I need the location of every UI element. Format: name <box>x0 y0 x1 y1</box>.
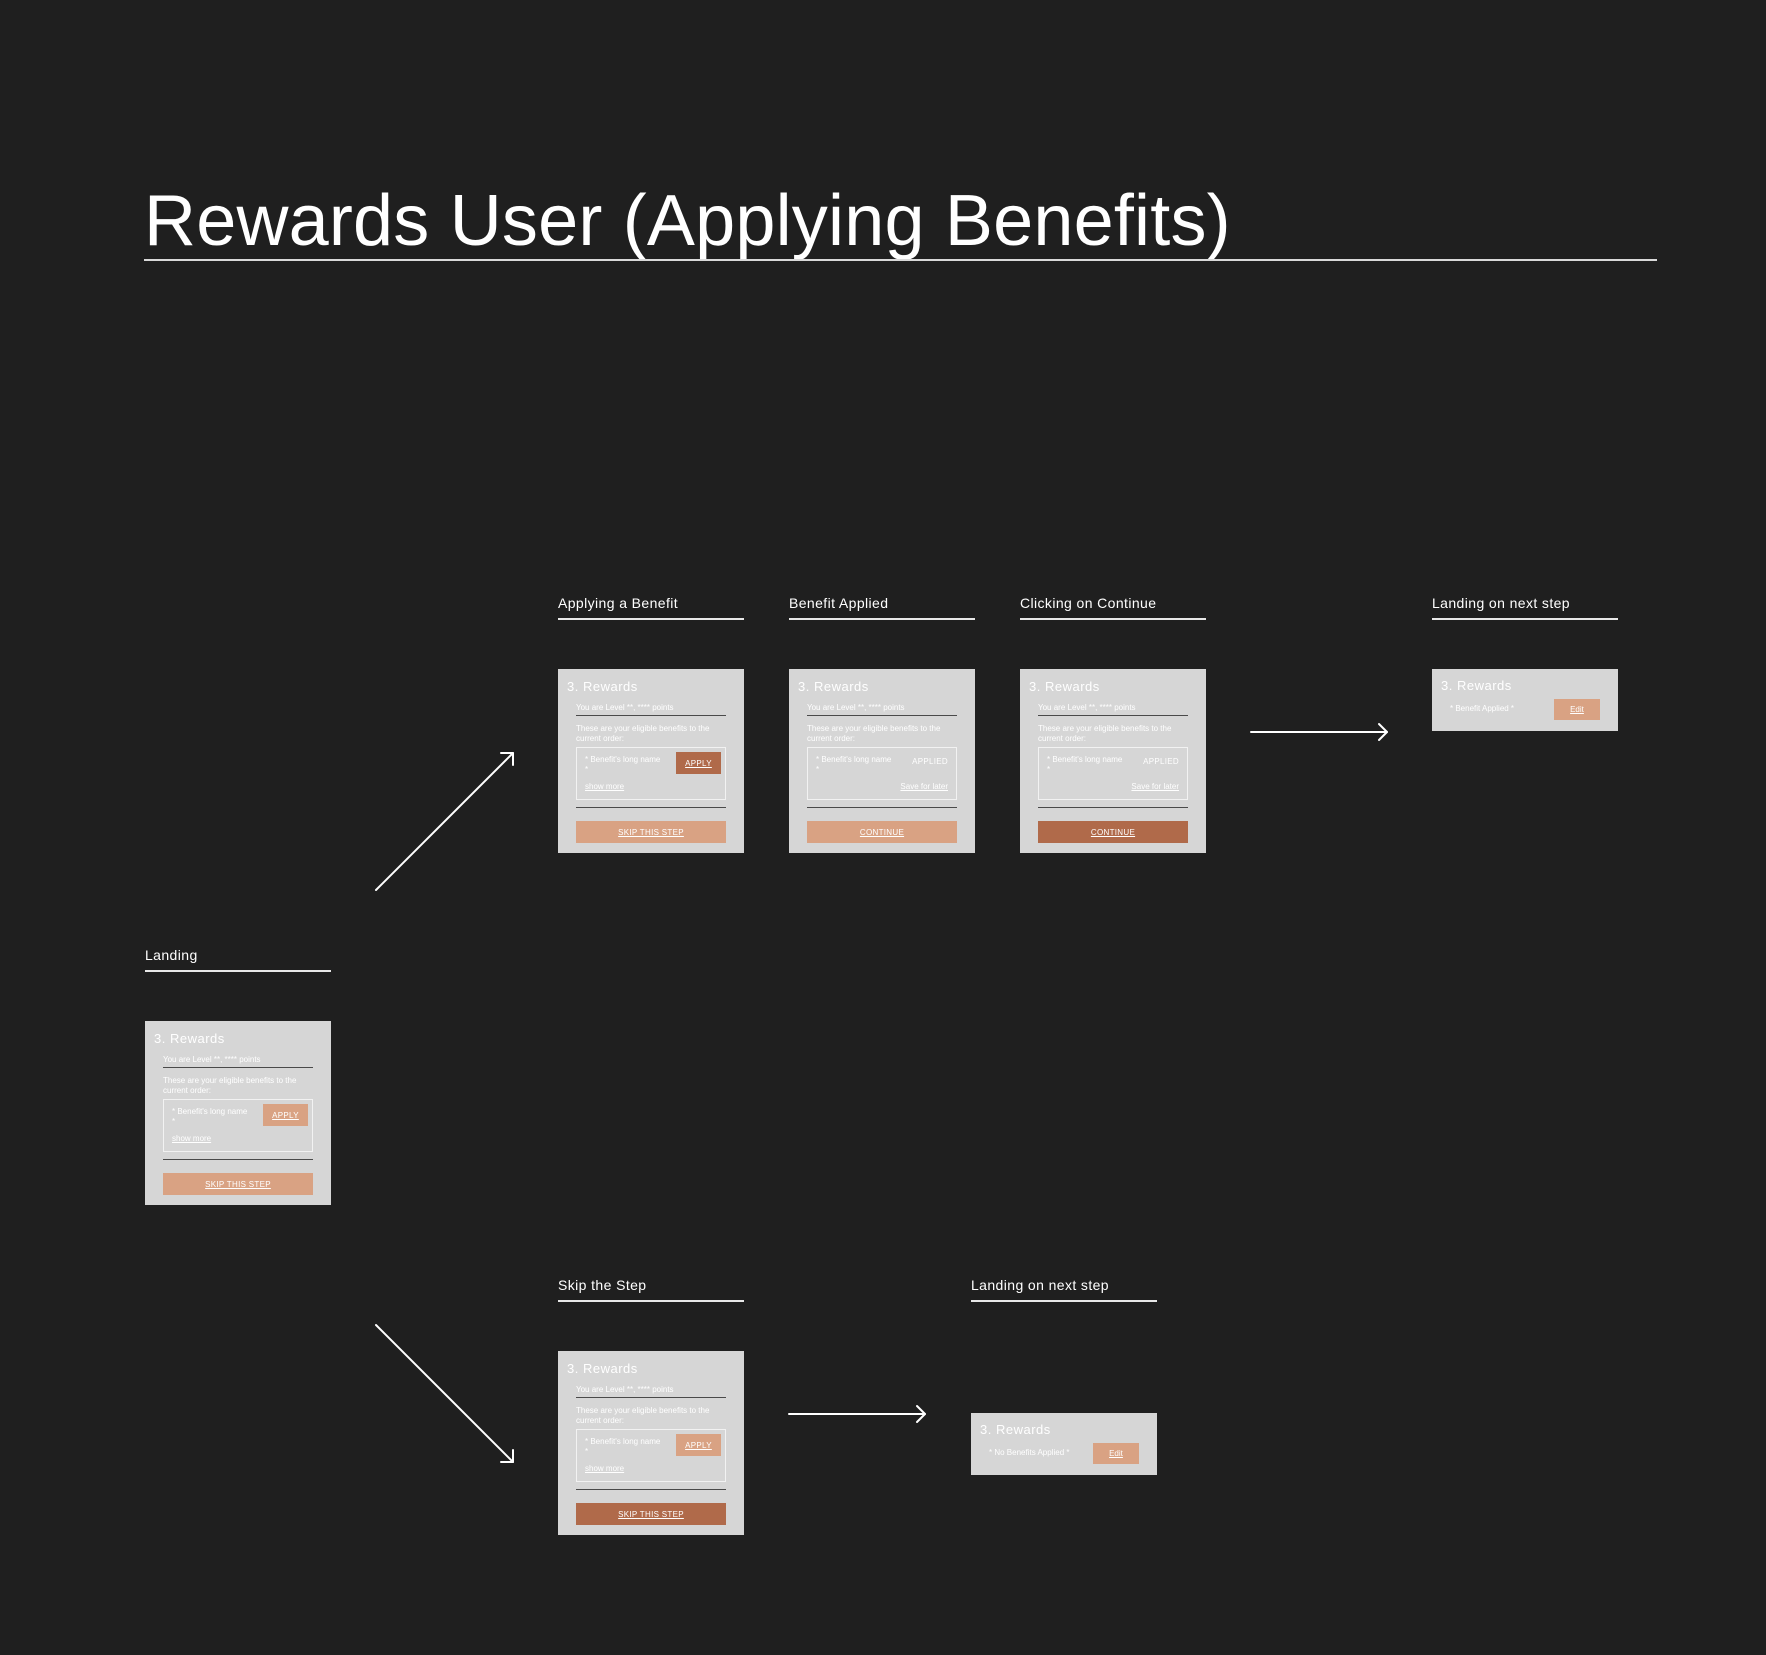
card-level-points: You are Level **, **** points <box>807 703 905 712</box>
skip-step-button[interactable]: SKIP THIS STEP <box>163 1173 313 1195</box>
step-divider <box>789 618 975 620</box>
apply-button[interactable]: APPLY <box>263 1104 308 1126</box>
step-divider <box>145 970 331 972</box>
title-divider <box>144 259 1657 261</box>
benefit-item: * Benefit's long name * show more APPLY <box>576 1429 726 1482</box>
card-description: These are your eligible benefits to the … <box>163 1076 297 1095</box>
benefit-applied-status: * Benefit Applied * <box>1450 704 1515 713</box>
card-title: 3. Rewards <box>154 1031 225 1046</box>
card-level-points: You are Level **, **** points <box>1038 703 1136 712</box>
step-landing: Landing <box>145 944 331 972</box>
arrow-landing-to-skip <box>375 1324 514 1463</box>
save-for-later-link[interactable]: Save for later <box>1131 782 1179 791</box>
card-description: These are your eligible benefits to the … <box>1038 724 1172 743</box>
apply-button[interactable]: APPLY <box>676 1434 721 1456</box>
card-description: These are your eligible benefits to the … <box>576 724 710 743</box>
step-divider <box>971 1300 1157 1302</box>
card-divider <box>163 1159 313 1160</box>
rewards-card-benefit-applied: 3. Rewards You are Level **, **** points… <box>789 669 975 853</box>
step-label-landing: Landing <box>145 947 198 963</box>
no-benefits-status: * No Benefits Applied * <box>989 1448 1070 1457</box>
step-skip: Skip the Step <box>558 1274 744 1302</box>
rewards-summary-no-benefits: 3. Rewards * No Benefits Applied * Edit <box>971 1413 1157 1475</box>
step-label-next-step: Landing on next step <box>971 1277 1109 1293</box>
show-more-link[interactable]: show more <box>172 1134 212 1143</box>
card-title: 3. Rewards <box>567 1361 638 1376</box>
card-divider <box>576 1397 726 1398</box>
applied-status: APPLIED <box>912 757 948 766</box>
save-for-later-link[interactable]: Save for later <box>900 782 948 791</box>
card-description: These are your eligible benefits to the … <box>807 724 941 743</box>
card-level-points: You are Level **, **** points <box>163 1055 261 1064</box>
page-title: Rewards User (Applying Benefits) <box>144 181 1231 261</box>
benefit-name: * Benefit's long name * <box>172 1107 248 1126</box>
card-title: 3. Rewards <box>1029 679 1100 694</box>
step-clicking-continue: Clicking on Continue <box>1020 592 1206 620</box>
rewards-summary-benefit-applied: 3. Rewards * Benefit Applied * Edit <box>1432 669 1618 731</box>
step-divider <box>1432 618 1618 620</box>
continue-button[interactable]: CONTINUE <box>1038 821 1188 843</box>
rewards-card-applying-benefit: 3. Rewards You are Level **, **** points… <box>558 669 744 853</box>
step-benefit-applied: Benefit Applied <box>789 592 975 620</box>
step-label-benefit-applied: Benefit Applied <box>789 595 889 611</box>
arrow-landing-to-applying <box>375 752 514 891</box>
benefit-item: * Benefit's long name * APPLIED Save for… <box>1038 747 1188 800</box>
applied-status: APPLIED <box>1143 757 1179 766</box>
skip-step-button[interactable]: SKIP THIS STEP <box>576 821 726 843</box>
benefit-item: * Benefit's long name * show more APPLY <box>163 1099 313 1152</box>
rewards-card-clicking-continue: 3. Rewards You are Level **, **** points… <box>1020 669 1206 853</box>
step-applying-benefit: Applying a Benefit <box>558 592 744 620</box>
apply-button[interactable]: APPLY <box>676 752 721 774</box>
show-more-link[interactable]: show more <box>585 782 625 791</box>
card-divider <box>1038 807 1188 808</box>
card-title: 3. Rewards <box>567 679 638 694</box>
rewards-card-landing: 3. Rewards You are Level **, **** points… <box>145 1021 331 1205</box>
step-label-skip: Skip the Step <box>558 1277 647 1293</box>
step-next-step-top: Landing on next step <box>1432 592 1618 620</box>
arrow-skip-to-next-step <box>788 1405 926 1423</box>
step-divider <box>558 1300 744 1302</box>
benefit-name: * Benefit's long name * <box>585 1437 661 1456</box>
benefit-name: * Benefit's long name * <box>1047 755 1123 774</box>
card-title: 3. Rewards <box>980 1422 1051 1437</box>
card-divider <box>576 1489 726 1490</box>
card-title: 3. Rewards <box>1441 678 1512 693</box>
arrow-continue-to-next-step <box>1250 723 1388 741</box>
card-divider <box>576 715 726 716</box>
benefit-name: * Benefit's long name * <box>816 755 892 774</box>
edit-button[interactable]: Edit <box>1554 699 1600 720</box>
step-divider <box>558 618 744 620</box>
card-description: These are your eligible benefits to the … <box>576 1406 710 1425</box>
card-divider <box>807 807 957 808</box>
card-title: 3. Rewards <box>798 679 869 694</box>
step-label-next-step: Landing on next step <box>1432 595 1570 611</box>
card-level-points: You are Level **, **** points <box>576 1385 674 1394</box>
benefit-name: * Benefit's long name * <box>585 755 661 774</box>
step-label-applying-benefit: Applying a Benefit <box>558 595 679 611</box>
step-label-clicking-continue: Clicking on Continue <box>1020 595 1157 611</box>
card-divider <box>576 807 726 808</box>
benefit-item: * Benefit's long name * APPLIED Save for… <box>807 747 957 800</box>
continue-button[interactable]: CONTINUE <box>807 821 957 843</box>
card-divider <box>163 1067 313 1068</box>
card-divider <box>1038 715 1188 716</box>
rewards-card-skip: 3. Rewards You are Level **, **** points… <box>558 1351 744 1535</box>
benefit-item: * Benefit's long name * show more APPLY <box>576 747 726 800</box>
card-level-points: You are Level **, **** points <box>576 703 674 712</box>
skip-step-button[interactable]: SKIP THIS STEP <box>576 1503 726 1525</box>
step-divider <box>1020 618 1206 620</box>
step-next-step-bottom: Landing on next step <box>971 1274 1157 1302</box>
card-divider <box>807 715 957 716</box>
edit-button[interactable]: Edit <box>1093 1443 1139 1464</box>
show-more-link[interactable]: show more <box>585 1464 625 1473</box>
